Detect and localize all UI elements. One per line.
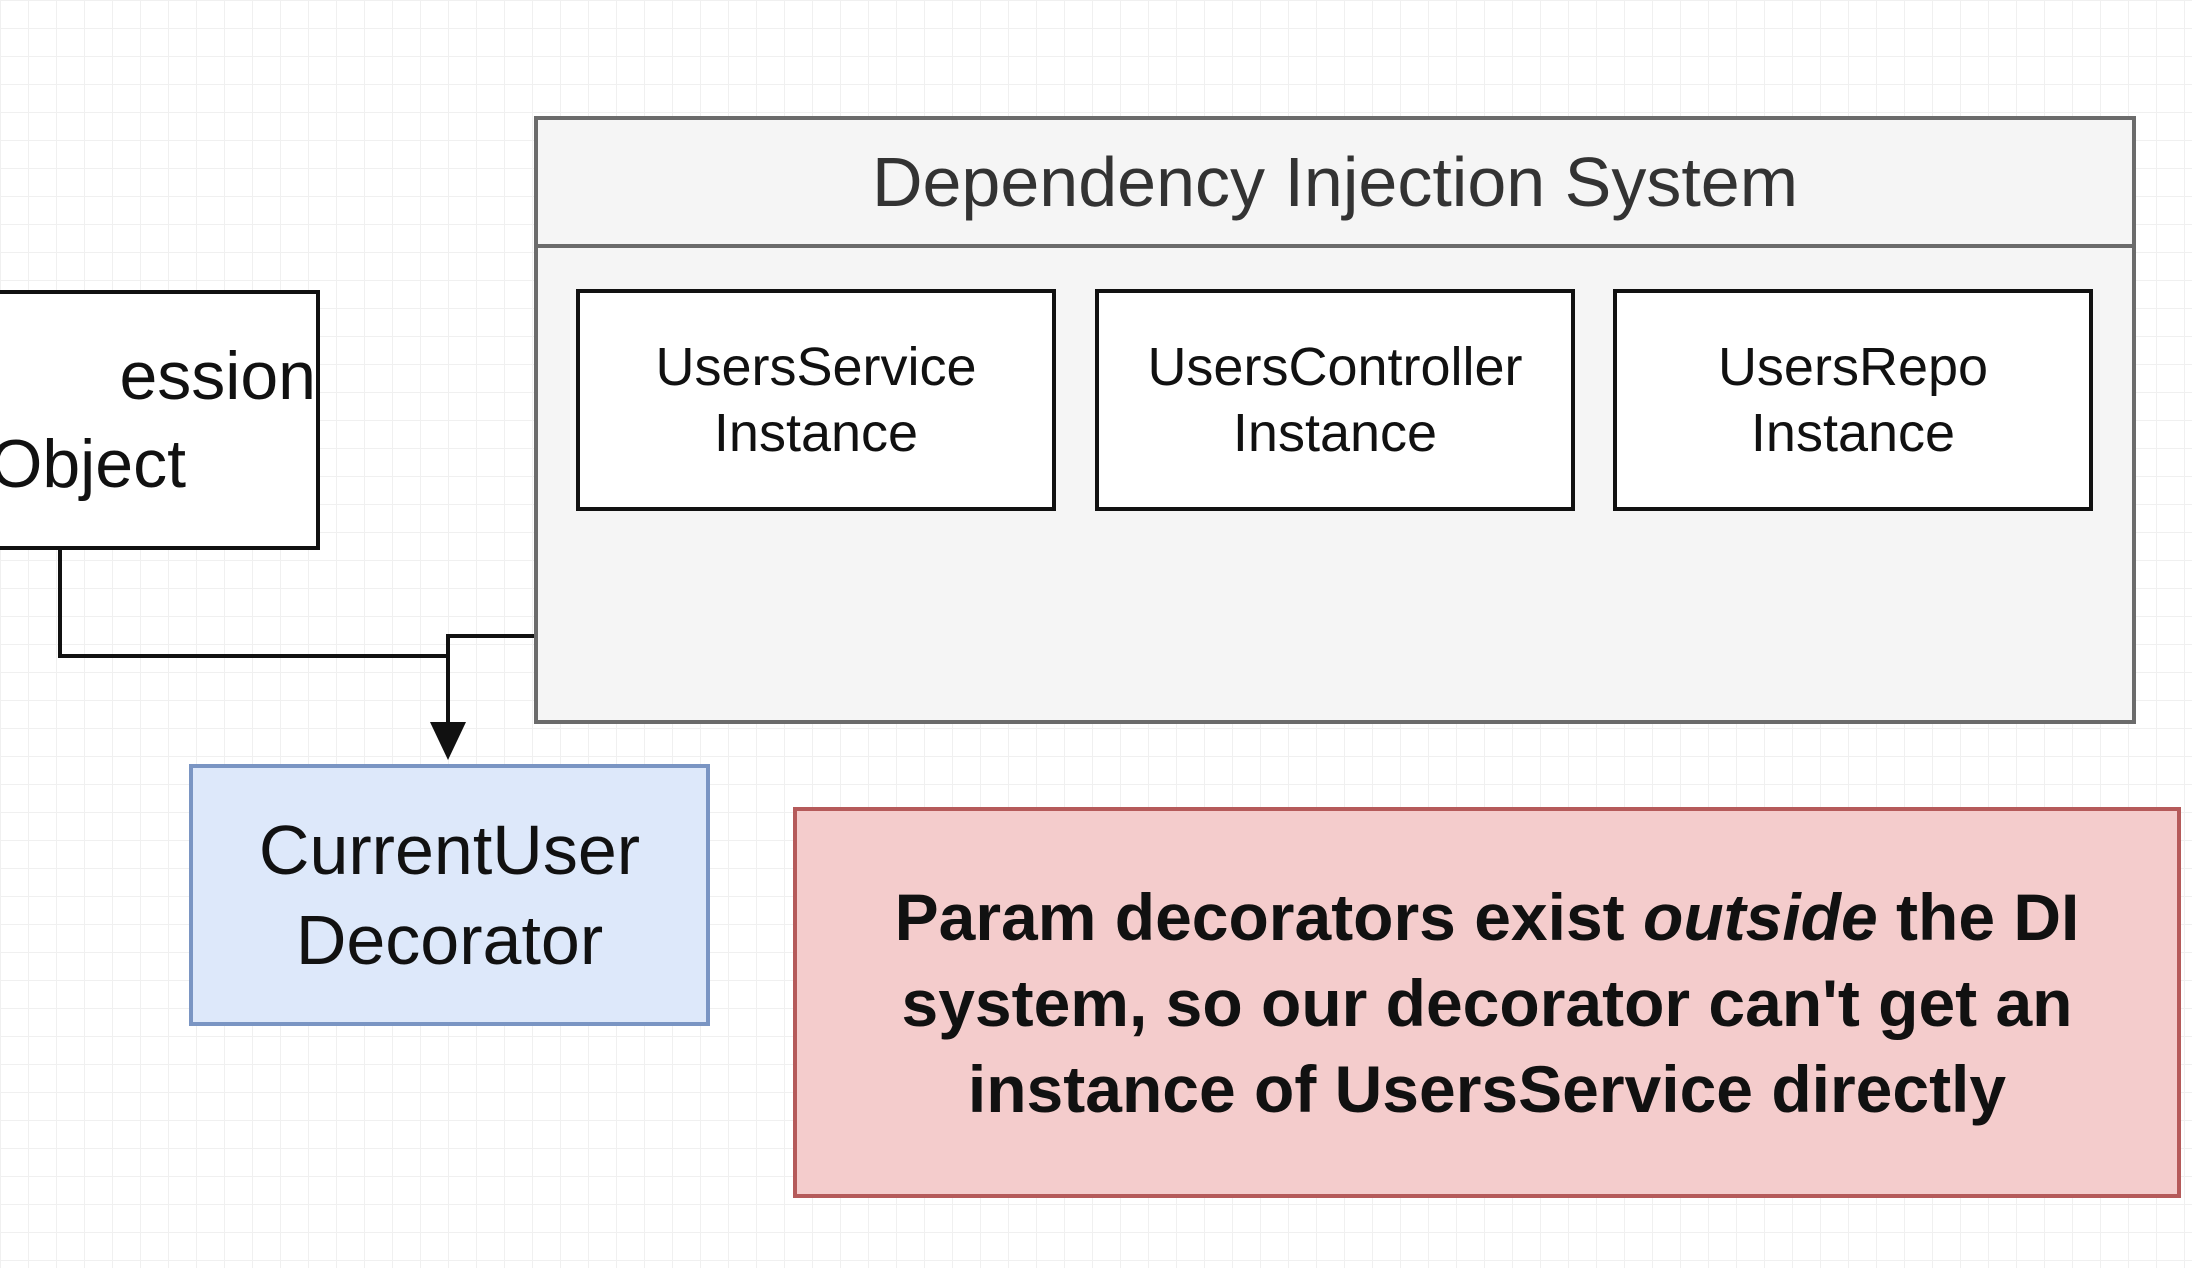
session-object-box[interactable]: ession Object [0,290,320,550]
arrowhead-icon [430,722,466,760]
note-part2: the DI system, so our decorator can't ge… [901,879,2080,1126]
decorator-line1: CurrentUser [258,811,641,889]
instance-suffix: Instance [713,403,919,463]
session-to-decorator-connector [58,550,450,724]
decorator-line2: Decorator [295,901,604,979]
note-emphasis: outside [1643,879,1878,954]
instance-name: UsersRepo [1717,337,1989,397]
note-box[interactable]: Param decorators exist outside the DI sy… [793,807,2181,1198]
instance-suffix: Instance [1750,403,1956,463]
note-part1: Param decorators exist [894,879,1643,954]
di-system-title: Dependency Injection System [538,120,2132,248]
instance-name: UsersService [655,337,977,397]
instance-suffix: Instance [1232,403,1438,463]
instance-name: UsersController [1147,337,1523,397]
users-service-instance-box[interactable]: UsersService Instance [576,289,1056,511]
session-box-line2: Object [0,426,186,502]
current-user-decorator-box[interactable]: CurrentUser Decorator [189,764,710,1026]
note-text: Param decorators exist outside the DI sy… [807,874,2167,1132]
session-box-line1: ession [119,338,316,414]
users-repo-instance-box[interactable]: UsersRepo Instance [1613,289,2093,511]
users-controller-instance-box[interactable]: UsersController Instance [1095,289,1575,511]
